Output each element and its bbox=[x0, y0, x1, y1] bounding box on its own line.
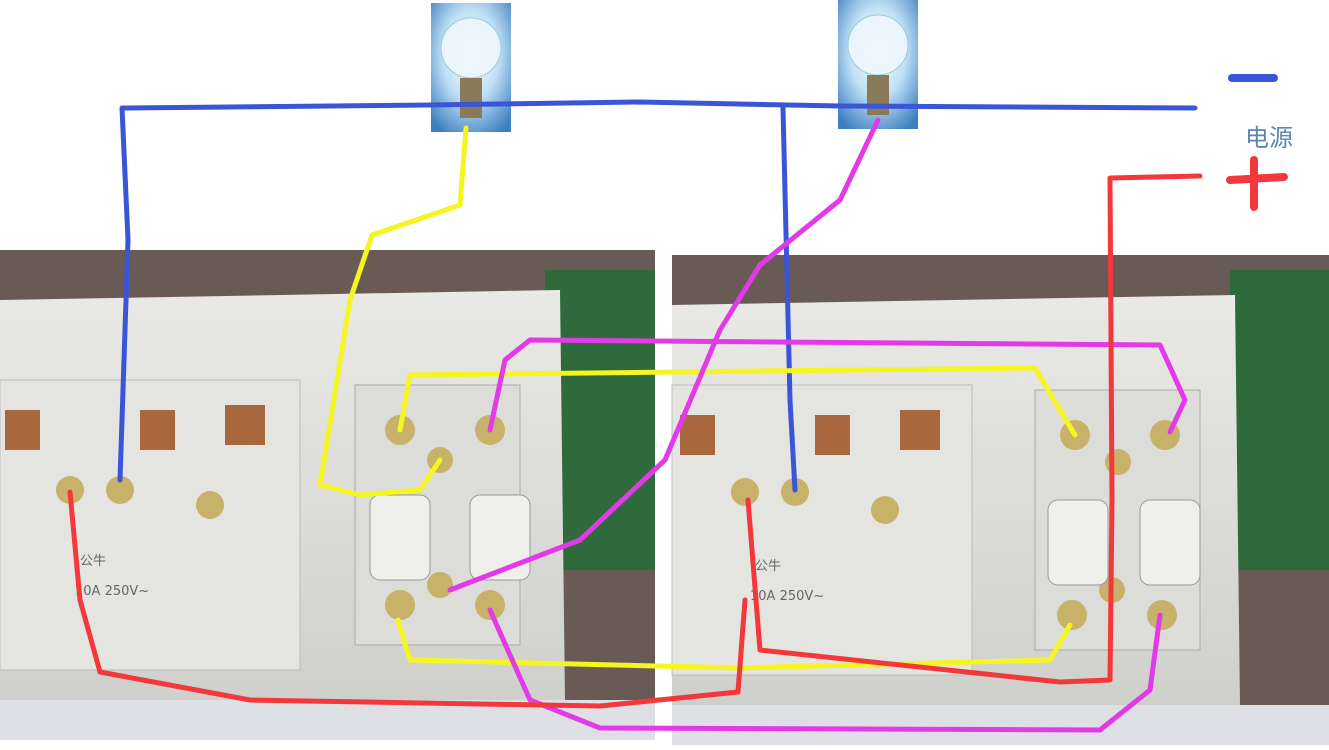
light-bulb-icon-right bbox=[838, 0, 918, 129]
socket-photo-right: 公牛 10A 250V~ bbox=[671, 255, 1329, 745]
light-bulb-icon-left bbox=[431, 3, 511, 132]
socket-brand-right: 公牛 bbox=[755, 559, 781, 574]
socket-brand-left: 公牛 bbox=[80, 554, 106, 569]
positive-terminal-icon bbox=[1226, 156, 1288, 211]
socket-rating-right: 10A 250V~ bbox=[750, 589, 824, 604]
blue-wire bbox=[117, 99, 1198, 493]
power-source-label: 电源 bbox=[1245, 124, 1293, 152]
magenta-wire bbox=[447, 117, 1188, 733]
red-wire bbox=[67, 173, 1203, 709]
socket-rating-left: 10A 250V~ bbox=[75, 584, 149, 599]
